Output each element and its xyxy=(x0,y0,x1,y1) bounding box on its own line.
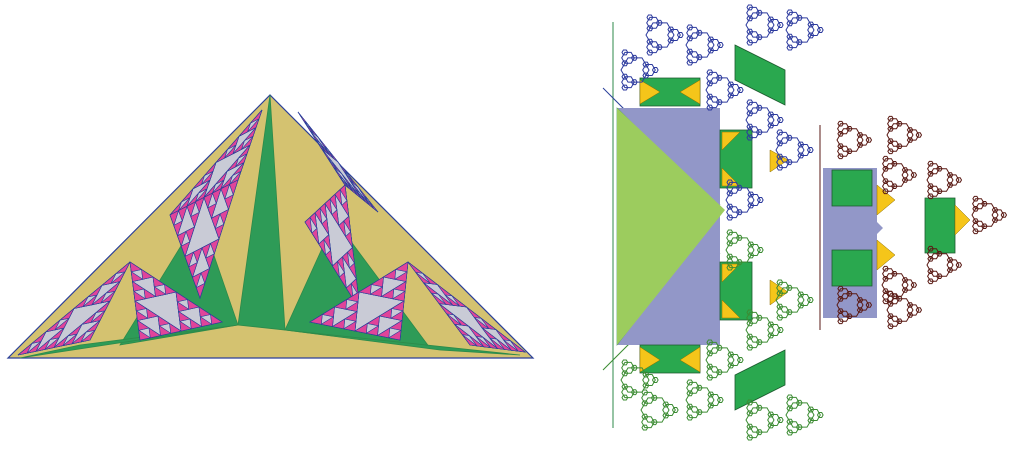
upper-rotated-block xyxy=(735,45,785,105)
fractal-leaf xyxy=(972,204,998,227)
fractal-leaf xyxy=(927,169,953,192)
triangle-fractal xyxy=(8,95,533,358)
fractal-leaf xyxy=(686,388,714,412)
fractal-leaf xyxy=(706,78,734,102)
fractal-leaf xyxy=(686,33,714,57)
fractal-leaf xyxy=(882,164,908,187)
fractal-leaf xyxy=(746,318,774,342)
fractal-leaf xyxy=(887,124,913,147)
yellow-tri xyxy=(955,205,970,235)
fractal-tile xyxy=(298,112,308,125)
fractal-leaf xyxy=(927,254,953,277)
tertiary-block xyxy=(925,198,955,253)
fractal-leaf xyxy=(837,129,863,152)
fractal-leaf xyxy=(641,398,669,422)
fractal-leaf xyxy=(746,408,774,432)
fractal-leaf xyxy=(746,13,774,37)
yellow-tri xyxy=(770,150,788,172)
fractal-leaf xyxy=(882,274,908,297)
secondary-bottom-block xyxy=(832,250,872,286)
yellow-tri xyxy=(877,240,895,270)
fractal-leaf xyxy=(786,403,814,427)
fractal-leaf xyxy=(887,299,913,322)
fractal-leaf xyxy=(706,348,734,372)
fractal-leaf xyxy=(726,238,754,262)
secondary-top-block xyxy=(832,170,872,206)
fractal-leaf xyxy=(786,18,814,42)
fractal-leaf xyxy=(646,23,674,47)
fractal-leaf xyxy=(726,188,754,212)
snowflake-tree-fractal xyxy=(603,5,1007,440)
fractal-leaf xyxy=(746,108,774,132)
